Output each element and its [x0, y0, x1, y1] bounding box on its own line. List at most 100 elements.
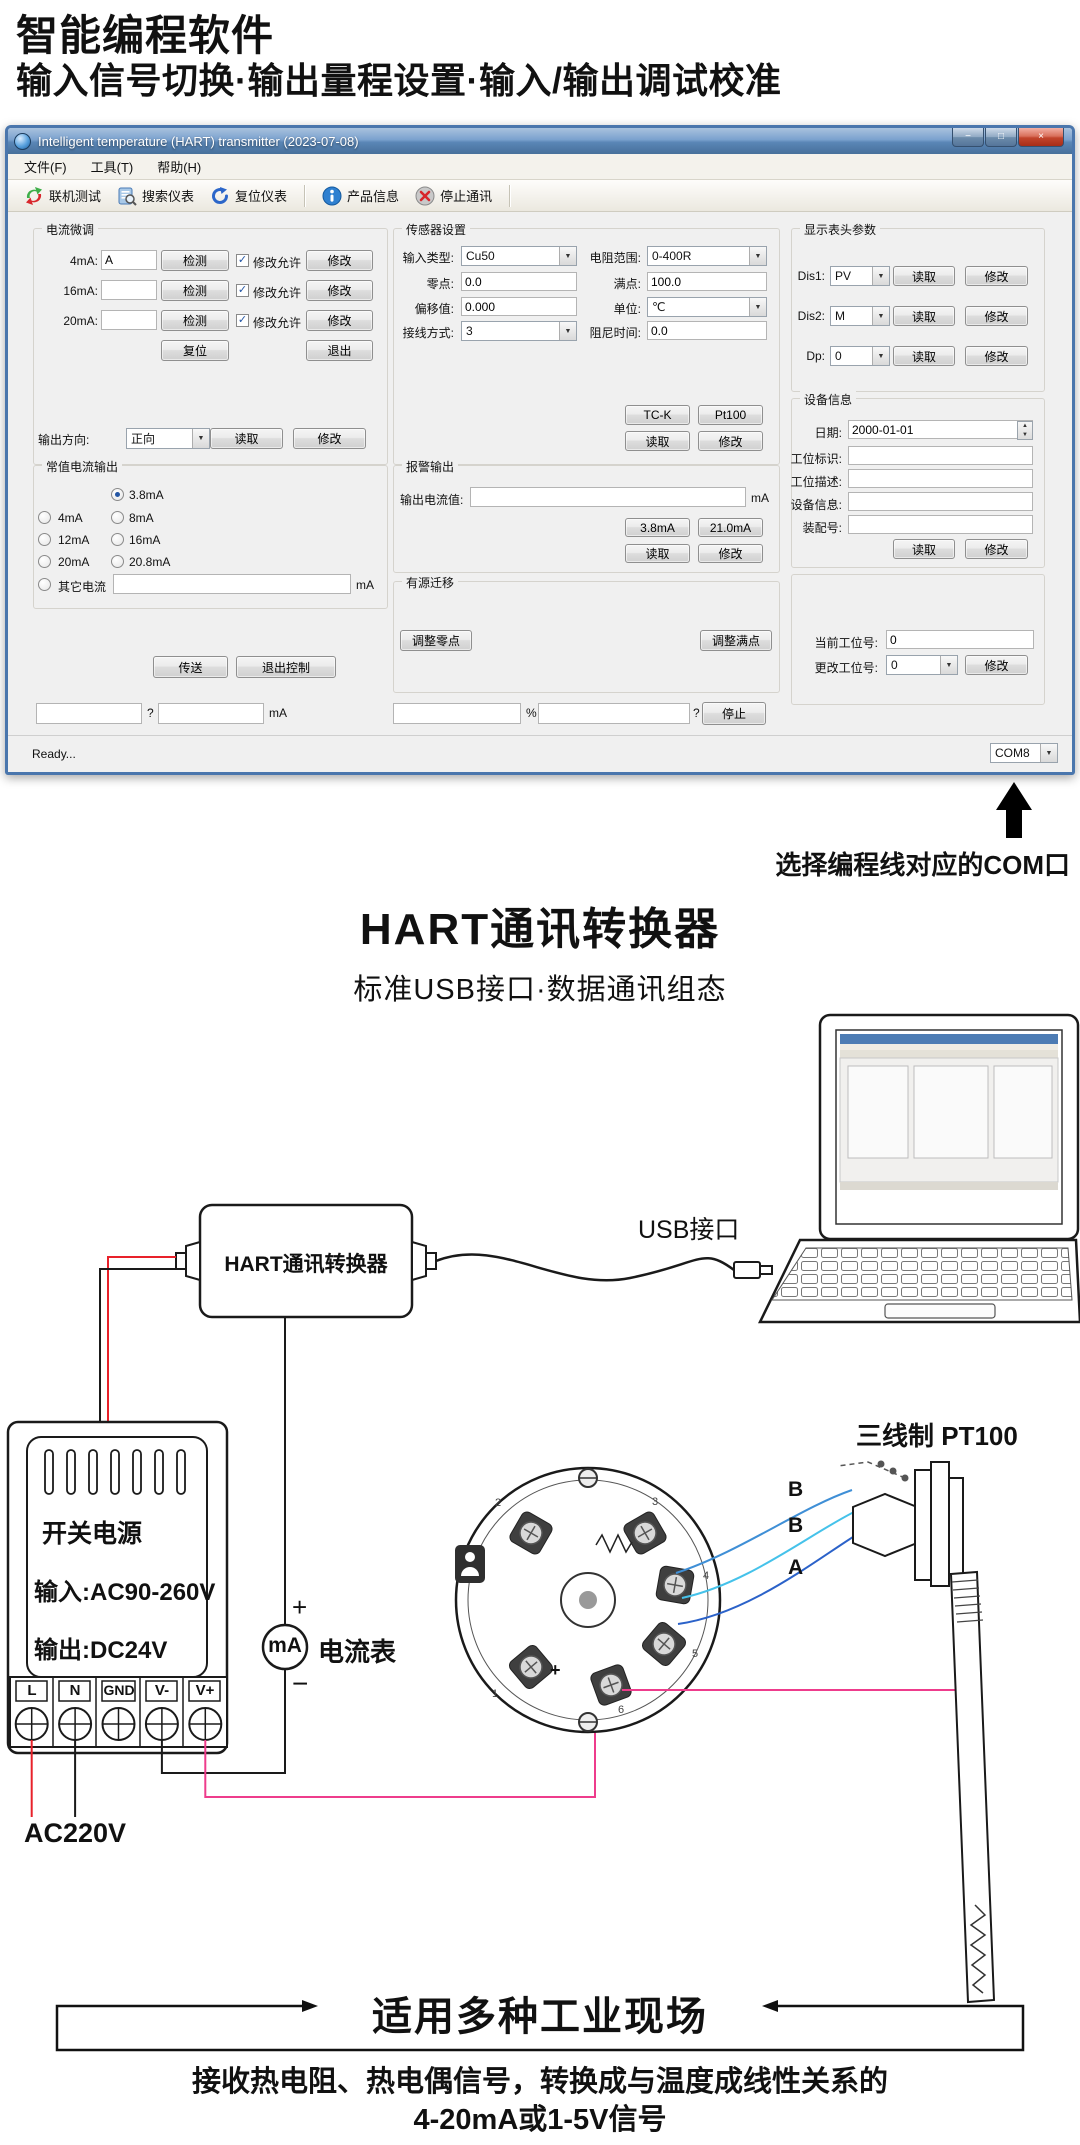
alarm-read-button[interactable]: 读取 — [625, 544, 690, 563]
range-select[interactable]: 0-400R ▼ — [647, 246, 767, 266]
full-input[interactable] — [647, 272, 767, 291]
current-station-input[interactable] — [886, 630, 1034, 649]
dp-read-button[interactable]: 读取 — [893, 346, 955, 366]
trim-4ma-modify-button[interactable]: 修改 — [306, 250, 373, 271]
menu-help[interactable]: 帮助(H) — [157, 160, 202, 175]
group-title: 电流微调 — [42, 221, 99, 238]
terminal-n: N — [69, 1682, 81, 1699]
unit-select[interactable]: ℃ ▼ — [647, 297, 767, 317]
menubar: 文件(F) 工具(T) 帮助(H) — [8, 154, 1072, 180]
device-modify-button[interactable]: 修改 — [965, 539, 1028, 559]
alarm-low-button[interactable]: 3.8mA — [625, 518, 690, 537]
date-spinner[interactable]: ▲ ▼ — [1017, 421, 1033, 440]
monitor-input-3[interactable] — [393, 703, 521, 724]
maximize-button[interactable]: □ — [985, 128, 1017, 147]
alarm-current-input[interactable] — [470, 487, 746, 507]
trim-20ma-allow-checkbox[interactable]: ✓ — [236, 314, 249, 327]
radio-other-current[interactable] — [38, 578, 51, 591]
dis1-modify-button[interactable]: 修改 — [965, 266, 1028, 286]
trim-4ma-allow-checkbox[interactable]: ✓ — [236, 254, 249, 267]
trim-4ma-detect-button[interactable]: 检测 — [161, 250, 229, 271]
window-titlebar[interactable]: Intelligent temperature (HART) transmitt… — [8, 128, 1072, 154]
radio-8ma[interactable] — [111, 511, 124, 524]
trim-4ma-input[interactable] — [101, 250, 157, 270]
meter-minus: − — [292, 1668, 309, 1699]
send-button[interactable]: 传送 — [153, 656, 228, 678]
offset-label: 偏移值: — [414, 302, 454, 316]
reset-device-button[interactable]: 复位仪表 — [202, 183, 295, 209]
dis2-modify-button[interactable]: 修改 — [965, 306, 1028, 326]
trim-20ma-detect-button[interactable]: 检测 — [161, 310, 229, 331]
dis1-select[interactable]: PV ▼ — [830, 266, 890, 286]
other-current-input[interactable] — [113, 574, 351, 594]
com-port-select[interactable]: COM8 ▼ — [990, 743, 1058, 763]
menu-file[interactable]: 文件(F) — [24, 160, 67, 175]
minimize-button[interactable]: − — [952, 128, 984, 147]
exit-control-button[interactable]: 退出控制 — [236, 656, 336, 678]
search-device-button[interactable]: 搜索仪表 — [109, 183, 202, 209]
input-type-select[interactable]: Cu50 ▼ — [461, 246, 577, 266]
monitor-input-1[interactable] — [36, 703, 142, 724]
trim-16ma-allow-checkbox[interactable]: ✓ — [236, 284, 249, 297]
radio-16ma[interactable] — [111, 533, 124, 546]
trim-exit-button[interactable]: 退出 — [306, 340, 373, 361]
dp-modify-button[interactable]: 修改 — [965, 346, 1028, 366]
radio-12ma[interactable] — [38, 533, 51, 546]
devinfo-input[interactable] — [848, 492, 1033, 511]
date-input[interactable] — [848, 420, 1033, 439]
stop-comm-button[interactable]: 停止通讯 — [407, 183, 500, 209]
zero-input[interactable] — [461, 272, 577, 291]
dis2-read-button[interactable]: 读取 — [893, 306, 955, 326]
product-info-button[interactable]: 产品信息 — [314, 183, 407, 209]
monitor-ma: mA — [269, 706, 287, 720]
direction-read-button[interactable]: 读取 — [210, 428, 283, 449]
trim-16ma-detect-button[interactable]: 检测 — [161, 280, 229, 301]
close-button[interactable]: × — [1018, 128, 1064, 147]
pt100-sensor — [837, 1460, 996, 2004]
menu-tools[interactable]: 工具(T) — [90, 160, 134, 175]
meter-name: 电流表 — [318, 1637, 397, 1667]
pt100-button[interactable]: Pt100 — [698, 405, 763, 425]
radio-20ma[interactable] — [38, 555, 51, 568]
radio-other-label: 其它电流 — [58, 580, 107, 594]
alarm-high-button[interactable]: 21.0mA — [698, 518, 763, 537]
chevron-down-icon: ▼ — [1040, 744, 1057, 762]
dis2-select[interactable]: M ▼ — [830, 306, 890, 326]
tck-button[interactable]: TC-K — [625, 405, 690, 425]
connect-test-button[interactable]: 联机测试 — [16, 183, 109, 209]
direction-modify-button[interactable]: 修改 — [293, 428, 366, 449]
device-read-button[interactable]: 读取 — [893, 539, 955, 559]
offset-input[interactable] — [461, 297, 577, 316]
trim-16ma-input[interactable] — [101, 280, 157, 300]
pt100-label: 三线制 PT100 — [856, 1421, 1018, 1451]
monitor-input-2[interactable] — [158, 703, 264, 724]
output-direction-select[interactable]: 正向 ▼ — [126, 428, 210, 449]
dp-select[interactable]: 0 ▼ — [830, 346, 890, 366]
stop-button[interactable]: 停止 — [702, 702, 766, 725]
sensor-modify-button[interactable]: 修改 — [698, 431, 763, 451]
change-station-select[interactable]: 0 ▼ — [886, 655, 958, 675]
trim-reset-button[interactable]: 复位 — [161, 340, 229, 361]
trim-16ma-modify-button[interactable]: 修改 — [306, 280, 373, 301]
sensor-read-button[interactable]: 读取 — [625, 431, 690, 451]
adjust-zero-button[interactable]: 调整零点 — [400, 630, 472, 651]
wiring-select[interactable]: 3 ▼ — [461, 321, 577, 341]
monitor-input-4[interactable] — [538, 703, 690, 724]
asm-input[interactable] — [848, 515, 1033, 534]
radio-3-8ma[interactable] — [111, 488, 124, 501]
up-arrow-icon — [996, 782, 1032, 810]
radio-4ma[interactable] — [38, 511, 51, 524]
adjust-full-button[interactable]: 调整满点 — [700, 630, 772, 651]
dis1-read-button[interactable]: 读取 — [893, 266, 955, 286]
trim-20ma-input[interactable] — [101, 310, 157, 330]
trim-20ma-modify-button[interactable]: 修改 — [306, 310, 373, 331]
tag-input[interactable] — [848, 446, 1033, 465]
up-arrow-stem — [1006, 808, 1022, 838]
radio-20-8ma[interactable] — [111, 555, 124, 568]
alarm-unit-label: mA — [751, 491, 769, 505]
damping-input[interactable] — [647, 321, 767, 340]
desc-input[interactable] — [848, 469, 1033, 488]
alarm-modify-button[interactable]: 修改 — [698, 544, 763, 563]
station-modify-button[interactable]: 修改 — [965, 655, 1028, 675]
output-direction-label: 输出方向: — [38, 433, 90, 447]
